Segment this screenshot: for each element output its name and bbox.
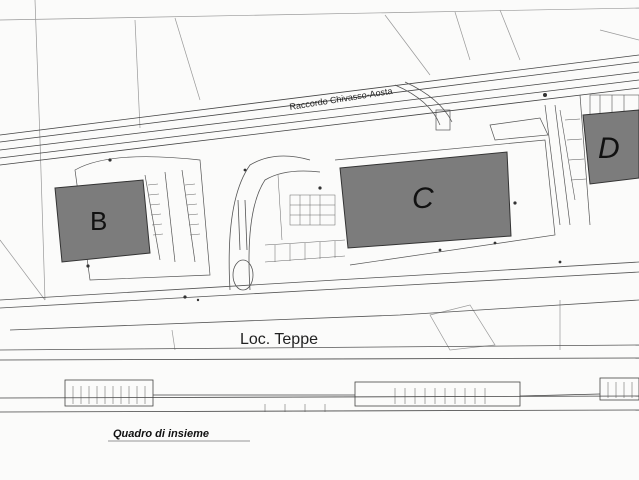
central-roundabout: [228, 155, 321, 291]
service-road: [0, 261, 639, 351]
site-b-parking: [147, 183, 201, 236]
locality-label: Loc. Teppe: [240, 331, 318, 348]
highway-band: [0, 54, 639, 166]
site-d-parking: [559, 94, 639, 201]
building-c: [339, 151, 512, 249]
plot-boundaries: [0, 0, 639, 351]
building-d-label: D: [598, 132, 620, 165]
section-caption: Quadro di insieme: [113, 428, 209, 440]
building-b-label: B: [90, 206, 107, 236]
site-c-perimeter: [334, 94, 591, 266]
site-c-parking: [264, 174, 346, 263]
site-markers: [86, 93, 562, 302]
building-c-label: C: [412, 182, 434, 215]
site-b-outline: [74, 156, 211, 281]
elevation-section: [0, 357, 639, 413]
elevation-section-details: [72, 382, 633, 412]
access-ramp: [394, 81, 453, 131]
building-b: [54, 179, 151, 263]
building-d: [582, 109, 639, 185]
